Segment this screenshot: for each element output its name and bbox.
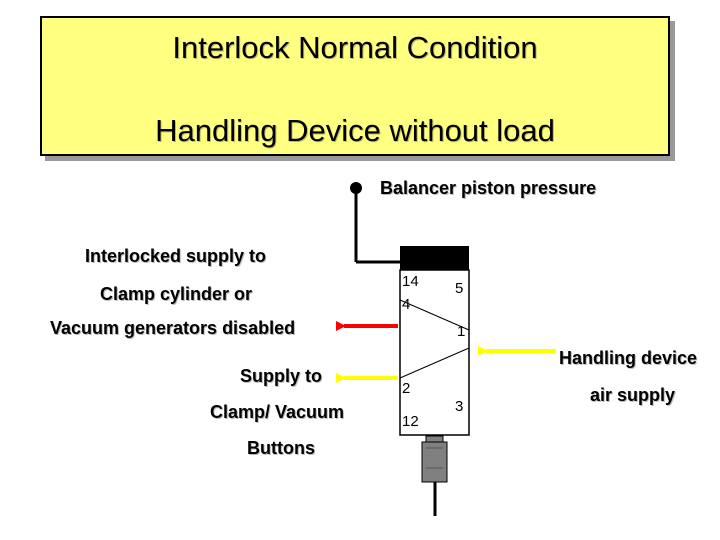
valve-flow-line-4-1 <box>399 299 470 331</box>
supply-label-line1: Supply to <box>240 366 322 386</box>
valve-flow-line-2-1 <box>399 347 470 379</box>
title-line-2: Handling Device without load <box>155 113 555 148</box>
title-line-1: Interlock Normal Condition <box>172 30 538 65</box>
port-14-label: 14 <box>402 273 419 290</box>
port-3-label: 3 <box>455 398 464 415</box>
port-1-label: 1 <box>457 323 466 340</box>
interlocked-label-line2: Clamp cylinder or <box>100 284 253 304</box>
supply-label-line3: Buttons <box>247 438 315 458</box>
interlocked-label-line3: Vacuum generators disabled <box>50 318 296 338</box>
pilot-connection-dot <box>350 182 362 194</box>
actuator-neck <box>425 435 444 443</box>
handling-label-line1: Handling device <box>559 348 698 368</box>
port-5-label: 5 <box>455 280 464 297</box>
port-2-label: 2 <box>402 380 411 397</box>
pilot-line <box>354 188 400 264</box>
valve-pilot-cap <box>400 246 469 270</box>
port-4-label: 4 <box>402 296 411 313</box>
port-12-label: 12 <box>402 413 419 430</box>
interlocked-label-line1: Interlocked supply to <box>85 246 267 266</box>
supply-label-line2: Clamp/ Vacuum <box>210 402 345 422</box>
handling-label-line2: air supply <box>590 385 676 405</box>
balancer-pressure-label: Balancer piston pressure <box>380 178 597 198</box>
title-box: Interlock Normal Condition Handling Devi… <box>40 16 670 156</box>
actuator-body <box>421 441 448 483</box>
